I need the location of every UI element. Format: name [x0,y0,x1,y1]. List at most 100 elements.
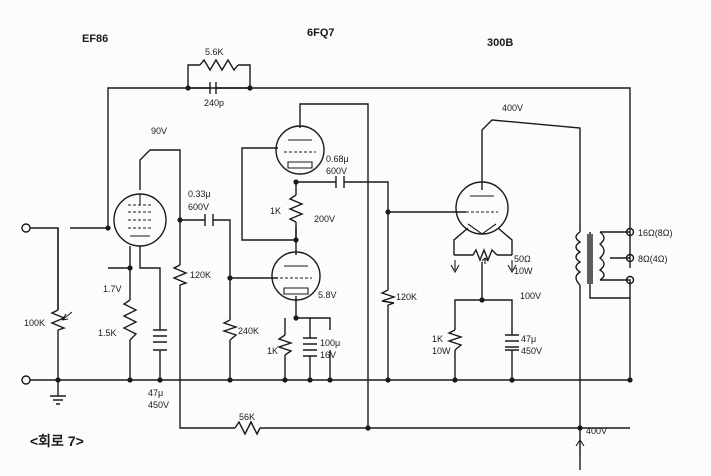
resistor-120k-a [172,264,188,286]
label-033u-voltage: 600V [188,202,209,212]
resistor-50-ohm [472,248,498,262]
ef86-tube-symbol [113,193,167,247]
label-1k-10w-value: 1K [432,334,443,344]
figure-caption: <회로 7> [30,433,84,449]
label-200v: 200V [314,214,335,224]
junction-dot [105,225,111,231]
ground-symbol [50,380,66,405]
tube-labels: EF86 6FQ7 300B [82,27,513,49]
junction-dot [227,377,233,383]
junction-dot [577,425,583,431]
label-100k: 100K [24,318,45,328]
junction-dot [509,377,515,383]
capacitor-240p [209,82,217,94]
capacitors [153,82,519,357]
capacitor-068u [335,176,345,188]
junction-dot [282,377,288,383]
label-100u-voltage: 16V [320,350,336,360]
label-90v: 90V [151,126,167,136]
junction-dot [185,85,191,91]
resistors [50,58,498,436]
resistor-1k-bottom [276,334,294,356]
label-120k-a: 120K [190,270,211,280]
label-47u-value: 47μ [148,388,163,398]
junction-dot [307,377,313,383]
label-068u-voltage: 600V [326,166,347,176]
label-1k-top: 1K [270,206,281,216]
label-1-7v: 1.7V [103,284,122,294]
resistor-5k6 [199,58,239,72]
input-terminals [21,223,31,385]
label-400v-bottom: 400V [586,426,607,436]
6fq7-upper-triode-symbol [275,125,325,175]
label-47u-300b-value: 47μ [521,334,536,344]
junction-dot [327,377,333,383]
junction-dot [157,377,163,383]
ef86-label: EF86 [82,33,108,45]
junction-dot [385,377,391,383]
junction-dot [479,297,485,303]
resistor-56k [234,420,261,436]
capacitor-47u-300b [505,334,519,351]
transformer-primary [575,231,582,286]
wiring [30,64,631,470]
junction-dot [127,377,133,383]
label-100v: 100V [520,291,541,301]
junction-dot [247,85,253,91]
potentiometer-100k [50,309,66,331]
resistor-1k5 [122,299,138,341]
capacitor-033u [204,214,214,226]
arrows [450,260,585,455]
label-output-8: 8Ω(4Ω) [638,254,667,264]
junction-dot [293,237,299,243]
label-47u-300b-voltage: 450V [521,346,542,356]
resistor-1k-top [288,194,304,223]
label-033u-value: 0.33μ [188,189,211,199]
300b-label: 300B [487,37,513,49]
junction-dot [365,425,371,431]
junction-dot [293,179,299,185]
capacitor-100u [303,337,317,357]
output-terminal-common [625,275,635,285]
300b-tube-symbol [455,181,509,235]
arrow-icon [507,260,517,274]
capacitor-47u-cathode [153,329,167,351]
label-5-8v: 5.8V [318,290,337,300]
label-5k6: 5.6K [205,47,224,57]
output-terminal-8 [625,253,635,263]
6fq7-label: 6FQ7 [307,27,335,39]
resistor-50-tap [481,257,489,264]
label-1k-10w-watt: 10W [432,346,451,356]
junction-dot [452,377,458,383]
label-1k5: 1.5K [98,328,117,338]
6fq7-lower-triode-symbol [271,251,321,301]
label-120k-b: 120K [396,292,417,302]
label-56k: 56K [239,412,255,422]
label-1k-bottom: 1K [267,346,278,356]
junction-dot [127,265,133,271]
transformer-secondary [598,231,605,281]
junction-dot [385,209,391,215]
resistor-1k-10w [446,329,464,351]
ground-terminal [21,375,31,385]
arrow-icon [450,260,460,274]
label-47u-voltage: 450V [148,400,169,410]
resistor-120k-b [380,289,397,306]
label-output-16: 16Ω(8Ω) [638,228,672,238]
arrow-icon [575,439,585,455]
label-400v-top: 400V [502,103,523,113]
label-240k: 240K [238,326,259,336]
label-068u-value: 0.68μ [326,154,349,164]
transformer-core [587,234,593,284]
label-240p: 240p [204,98,224,108]
label-50-ohm-watt: 10W [514,266,533,276]
junction-dot [627,377,633,383]
input-terminal [21,223,31,233]
output-terminals [625,227,635,285]
label-100u-value: 100μ [320,338,340,348]
junction-dot [227,275,233,281]
junction-dot [293,315,299,321]
junction-dot [177,217,183,223]
